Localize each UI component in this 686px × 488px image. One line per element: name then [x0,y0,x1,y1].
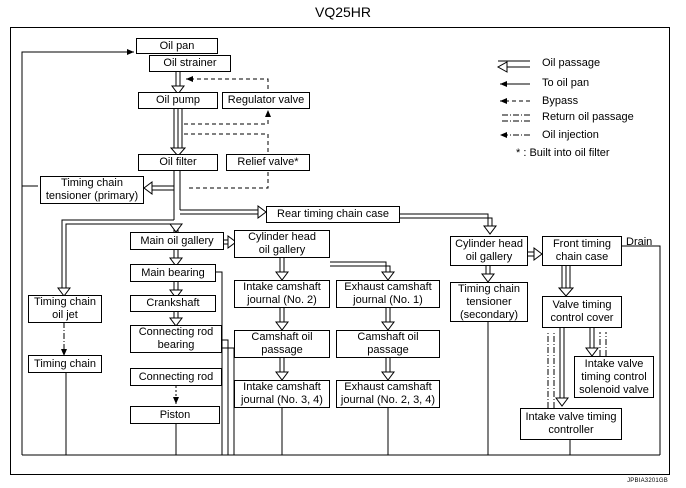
oil-strainer-box: Oil strainer [149,55,231,72]
arrowhead-cylhead [227,235,237,249]
passage-cyl-to-exhaust [330,261,391,276]
to-pan-drain [622,245,661,455]
oil-pan-box: Oil pan [136,38,218,54]
arrowhead-exhaust [381,271,395,281]
legend-oil-injection: Oil injection [542,129,599,141]
drain-label: Drain [626,236,653,248]
arrowhead-exhaust234 [381,371,395,381]
passage-to-oil-jet [61,219,174,290]
diagram-title: VQ25HR [314,4,372,20]
arrowhead-front-case [533,247,543,261]
passage-to-rear-case [180,209,262,215]
legend-return-symbol [500,114,530,122]
arrowhead-intake [275,271,289,281]
crankshaft-box: Crankshaft [130,295,216,312]
arrowhead-tensioner-secondary [481,273,495,283]
passage-strainer-pump [175,72,181,88]
bypass-regulator [184,110,271,125]
legend-bypass: Bypass [542,95,579,107]
legend-oil-passage-symbol [498,61,530,67]
legend-to-oil-pan: To oil pan [542,77,590,89]
bypass-relief [184,133,269,152]
arrowhead-pump-filter [169,147,187,157]
bypass-relief-down [186,172,269,189]
passage-rear-case-right [400,213,493,230]
legend-built-into-filter: * : Built into oil filter [516,147,610,159]
arrowhead-strainer-pump [171,85,185,95]
arrowhead-controller [555,397,569,407]
rear-timing-chain-case-box: Rear timing chain case [266,206,400,223]
arrowhead-exhaust-cam [381,321,395,331]
oil-filter-box: Oil filter [138,154,218,171]
diagram-frame [10,27,670,475]
arrowhead-crank [169,289,183,299]
arrowhead-rear-right [483,225,497,235]
oil-pump-box: Oil pump [138,92,218,109]
regulator-valve-box: Regulator valve [222,92,310,109]
arrowhead-conrod [169,317,183,327]
arrowhead-rear-case [257,205,267,219]
arrowhead-oil-jet [57,287,71,297]
passage-pump-filter [173,109,183,150]
figure-code: JPBIA3201GB [627,478,668,484]
legend-return-oil-passage: Return oil passage [542,111,634,123]
bypass-strainer [186,76,269,89]
return-left-rail [21,49,134,455]
to-pan-bearing [216,271,223,455]
arrowhead-solenoid [585,347,599,357]
timing-chain-box: Timing chain [28,355,102,373]
passage-cover-to-controller [559,328,565,402]
main-oil-gallery-box: Main oil gallery [130,232,224,250]
arrowhead-tensioner-primary [143,181,153,195]
legend-oil-passage: Oil passage [542,57,601,69]
arrowhead-main-gallery [169,223,183,233]
arrowhead-cover [557,287,575,297]
arrowhead-intake-cam [275,321,289,331]
arrowhead-intake34 [275,371,289,381]
piston-box: Piston [130,406,220,424]
main-bearing-box: Main bearing [130,264,216,282]
arrowhead-bearing [169,257,183,267]
passage-to-tensioner-primary [150,185,174,191]
to-pan-conrod-1 [222,339,229,455]
connecting-rod-box: Connecting rod [130,368,222,386]
relief-valve-box: Relief valve* [226,154,310,171]
passage-filter-down [173,170,181,220]
